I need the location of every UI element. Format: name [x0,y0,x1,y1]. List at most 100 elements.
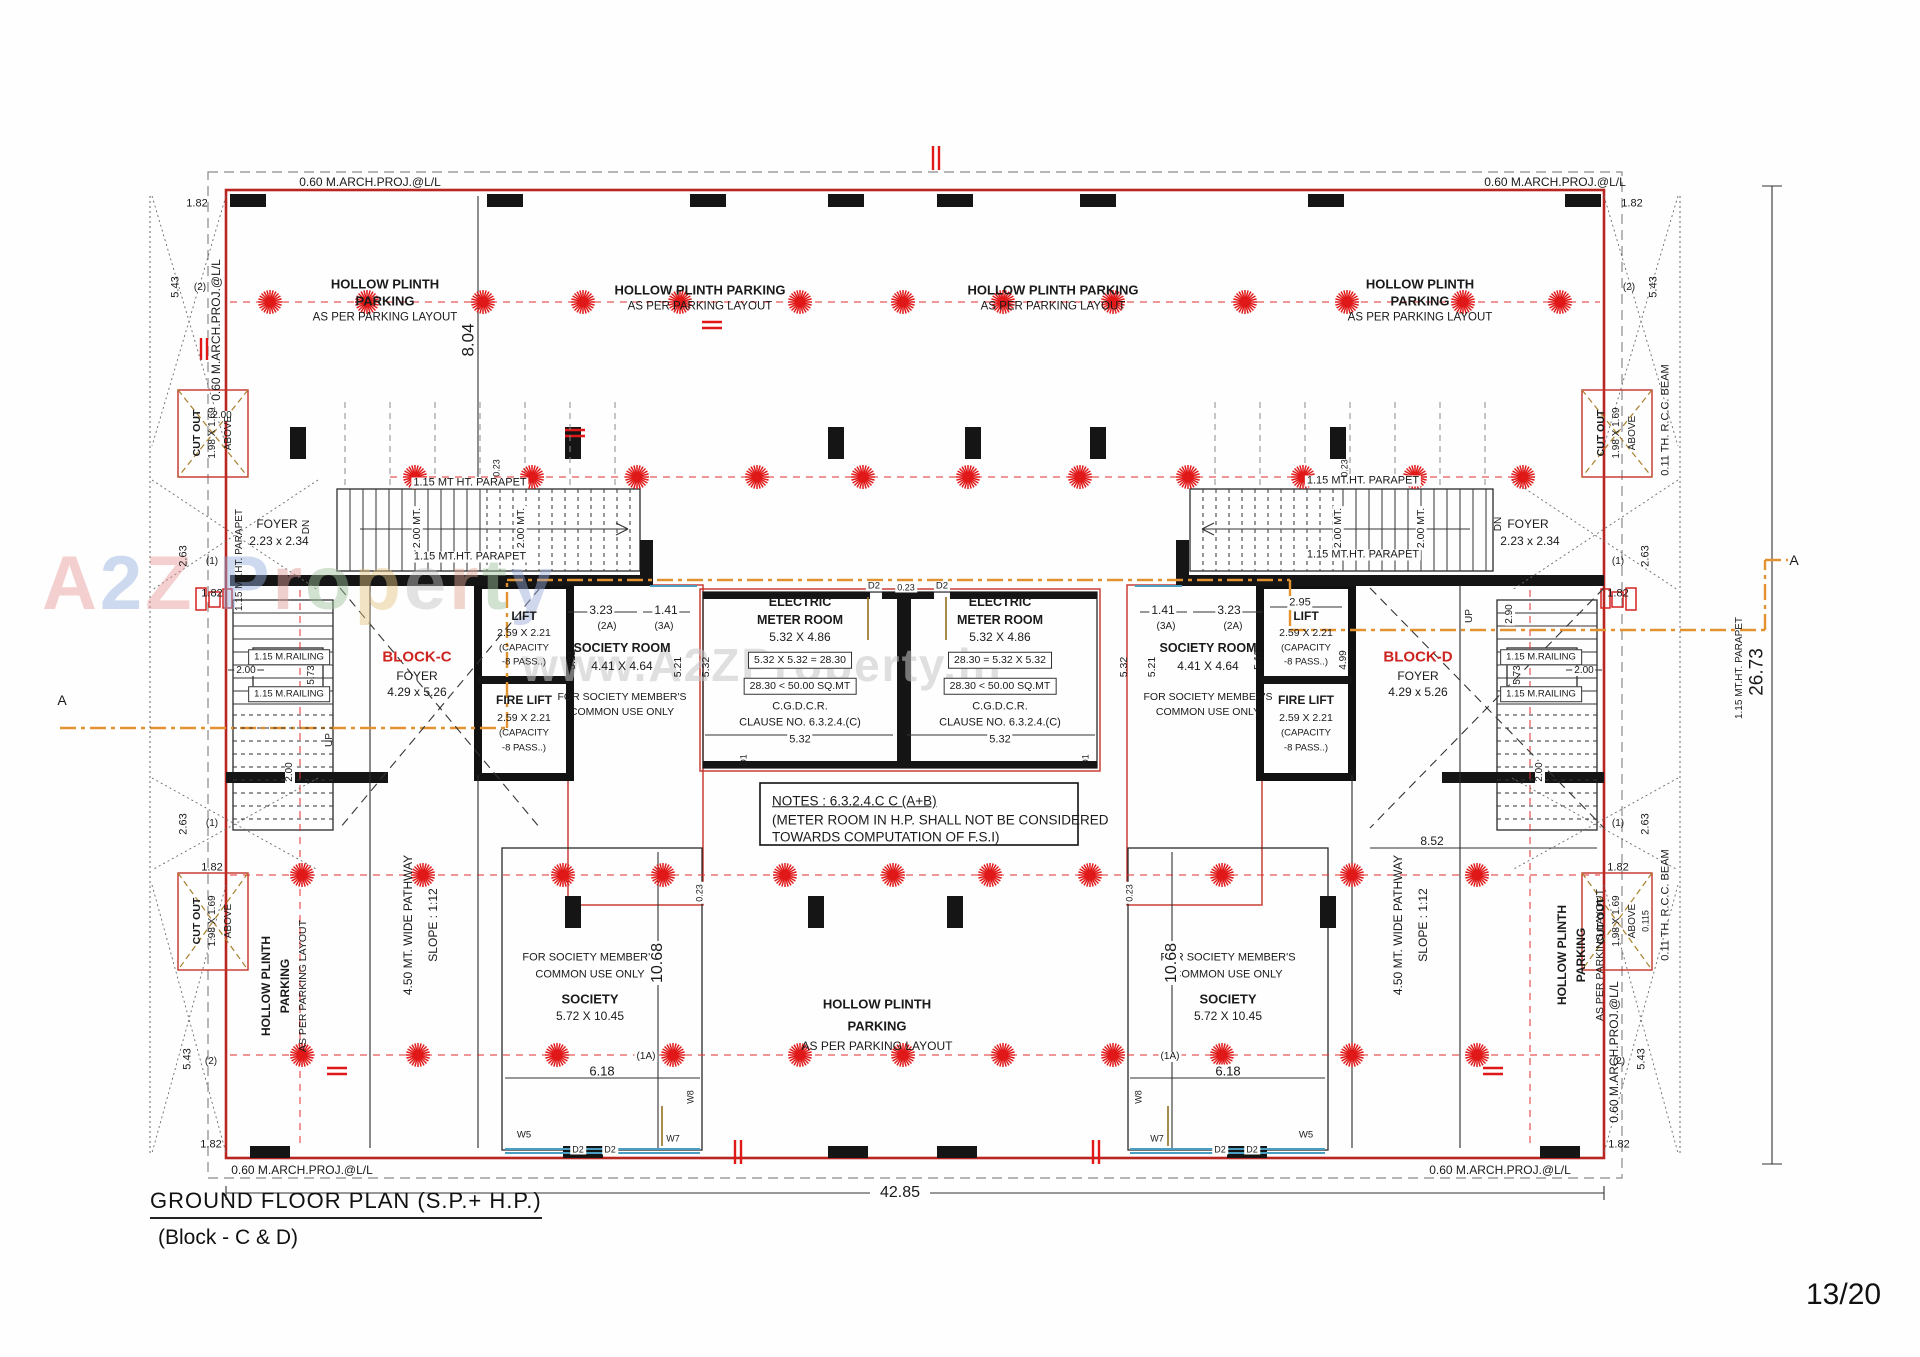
column-grid-star-icon [355,290,379,314]
arch-proj-right-rot: 0.60 M.ARCH.PROJ.@L/L [1607,981,1621,1123]
cutout-bl-2: 1.98 X 1.69 [207,895,218,947]
cutout-br-3: ABOVE [1627,903,1638,939]
plan-wallf [703,592,870,599]
dim-618-left: 6.18 [587,1063,617,1079]
x-brace [151,884,227,1154]
meter2-area: 28.30 < 50.00 SQ.MT [943,677,1057,695]
dim-182-bottom-left: 1.82 [200,1138,222,1151]
plan-wallf [828,427,844,459]
firelift-left-cap2: -8 PASS..) [501,742,547,754]
dim-023-l: 0.23 [491,459,502,477]
society-room-left-use1: FOR SOCIETY MEMBER'S [557,690,687,703]
block-d-foyer: FOYER [1397,669,1439,683]
dim-182-bottom-right: 1.82 [1608,1138,1630,1151]
column-grid-star-icon [1068,465,1092,489]
x-brace [1603,195,1679,447]
column-grid-star-icon [1511,465,1535,489]
notes-line2: (METER ROOM IN H.P. SHALL NOT BE CONSIDE… [772,812,1109,828]
grid-2-top-right: (2) [1622,282,1636,293]
plan-wallf [230,194,266,207]
door-d2-bl1: D2 [570,1144,586,1155]
firelift-right-size: 2.59 X 2.21 [1279,711,1333,724]
lift-right-cap1: (CAPACITY [1281,642,1331,654]
x-brace [1603,884,1679,1154]
column-grid-star-icon [290,863,314,887]
x-brace [1369,587,1605,829]
plan-wallf [487,194,523,207]
dim-200-right-v: 2.00 [1534,760,1545,784]
dim-511-right: 5.11 [1251,650,1264,670]
parking-bottom-2: PARKING [847,1018,907,1034]
grid-3a-left: (3A) [654,621,674,632]
plan-wallf [703,761,1097,768]
column-grid-star-icon [1101,1043,1125,1067]
plan-red1 [1581,872,1653,971]
society-left-use2: COMMON USE ONLY [535,968,645,981]
dim-200-right-h: 2.00 [1572,665,1596,676]
door-d1-right: D1 [1080,754,1091,766]
dim-511-left: 5.11 [565,650,578,670]
society-right-use2: COMMON USE ONLY [1173,968,1283,981]
parapet-right-top: 1.15 MT.HT. PARAPET [1304,474,1422,487]
railing-right-2: 1.15 M.RAILING [1500,686,1582,702]
column-grid-star-icon [668,290,692,314]
column-grid-star-icon [258,290,282,314]
column-grid-star-icon [991,290,1015,314]
dim-141-right: 1.41 [1149,603,1177,617]
window-w7-right: W7 [1148,1133,1166,1144]
plan-redicon [195,587,207,611]
watermark-letter: 2 [99,541,146,626]
arch-proj-bottom-left: 0.60 M.ARCH.PROJ.@L/L [231,1163,373,1177]
society-room-left-use2: COMMON USE ONLY [569,705,675,718]
plan-wallf [1540,1146,1580,1158]
dim-023-c: 0.23 [895,582,917,593]
society-room-left-name: SOCIETY ROOM [573,640,671,655]
dim-2673: 26.73 [1746,646,1768,698]
plan-dim [1201,522,1215,530]
plan-red1 [177,872,249,971]
door-d2-left: D2 [865,580,883,592]
cutout-tl-2: 1.98 X 1.69 [207,407,218,459]
column-grid-star-icon [978,863,1002,887]
watermark-letter: o [305,541,355,626]
grid-1-right-low: (1) [1611,818,1625,829]
meter2-code: C.G.D.C.R. [972,700,1028,713]
plan-wallf [808,896,824,928]
parking-top-1-l2: PARKING [355,293,415,309]
plan-wallf [690,194,726,207]
parking-left-v1: HOLLOW PLINTH [259,936,273,1036]
up-right: UP [1464,609,1475,623]
foyer-right-dim: 2.23 x 2.34 [1500,534,1560,548]
column-grid-star-icon [661,1043,685,1067]
dim-200-stair-top-left: 2.00 [210,410,234,421]
arch-proj-top-left: 0.60 M.ARCH.PROJ.@L/L [299,175,441,189]
grid-1-right-up: (1) [1611,556,1625,567]
plan-wallf [1330,427,1346,459]
parking-left-v2: PARKING [278,958,292,1014]
plan-wallf [828,1146,868,1158]
watermark-letter: r [272,541,306,626]
society-room-right-use1: FOR SOCIETY MEMBER'S [1143,690,1273,703]
plan-wallf [828,194,864,207]
cutout-tl-3: ABOVE [223,415,234,451]
parking-right-v2: PARKING [1574,927,1588,983]
dim-532-right-v: 5.32 [1117,656,1130,678]
dim-573-left: 5.73 [306,665,317,685]
plan-red2 [224,188,1606,1160]
column-grid-star-icon [1335,290,1359,314]
dim-521-right: 5.21 [1145,656,1158,678]
dim-323-right: 3.23 [1215,603,1243,617]
window-w5-left: W5 [514,1129,534,1141]
door-d2-right: D2 [933,580,951,592]
dim-200-left-v: 2.00 [284,760,295,784]
cutout-bl-1: CUT OUT [190,897,203,945]
watermark-letter: p [354,541,404,626]
column-grid-star-icon [1465,863,1489,887]
parking-top-4-l2: PARKING [1390,293,1450,309]
watermark-brand: A2Z Property [42,540,555,627]
plan-redicon [222,588,233,609]
arch-proj-bottom-right: 0.60 M.ARCH.PROJ.@L/L [1429,1163,1571,1177]
dim-023-society-right: 0.23 [1124,882,1135,904]
parking-top-4-l3: AS PER PARKING LAYOUT [1347,311,1493,324]
block-c-foyer: FOYER [396,669,438,683]
